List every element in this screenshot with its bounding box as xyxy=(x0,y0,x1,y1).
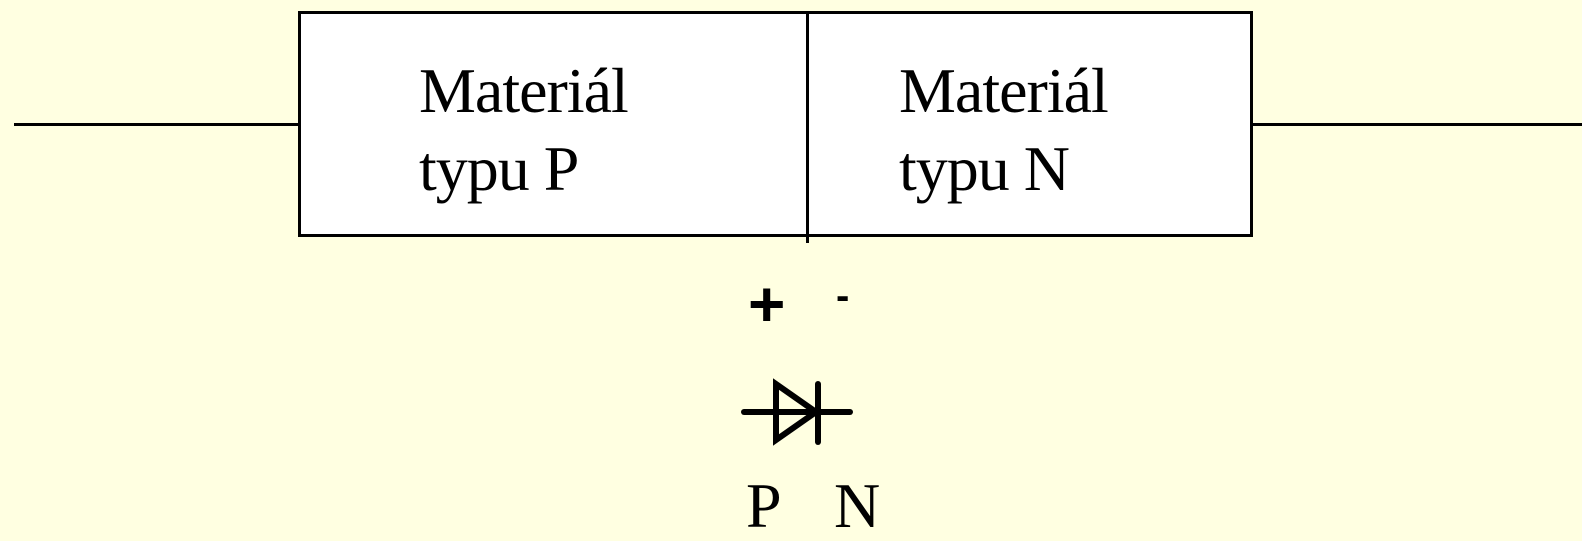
right-lead-wire xyxy=(1251,123,1582,126)
n-region-label: Materiál typu N xyxy=(899,52,1109,208)
plus-sign: + xyxy=(748,268,786,340)
pn-junction-box: Materiál typu P Materiál typu N xyxy=(298,11,1253,243)
p-region-line1: Materiál xyxy=(419,55,629,126)
terminal-n-label: N xyxy=(834,470,881,541)
diode-symbol-icon xyxy=(741,378,853,446)
terminal-p-label: P xyxy=(746,470,782,541)
minus-sign: - xyxy=(836,274,850,318)
p-region-line2: typu P xyxy=(419,133,579,204)
left-lead-wire xyxy=(14,123,300,126)
n-region-line2: typu N xyxy=(899,133,1070,204)
junction-divider xyxy=(806,11,809,243)
n-region-line1: Materiál xyxy=(899,55,1109,126)
p-region-label: Materiál typu P xyxy=(419,52,629,208)
